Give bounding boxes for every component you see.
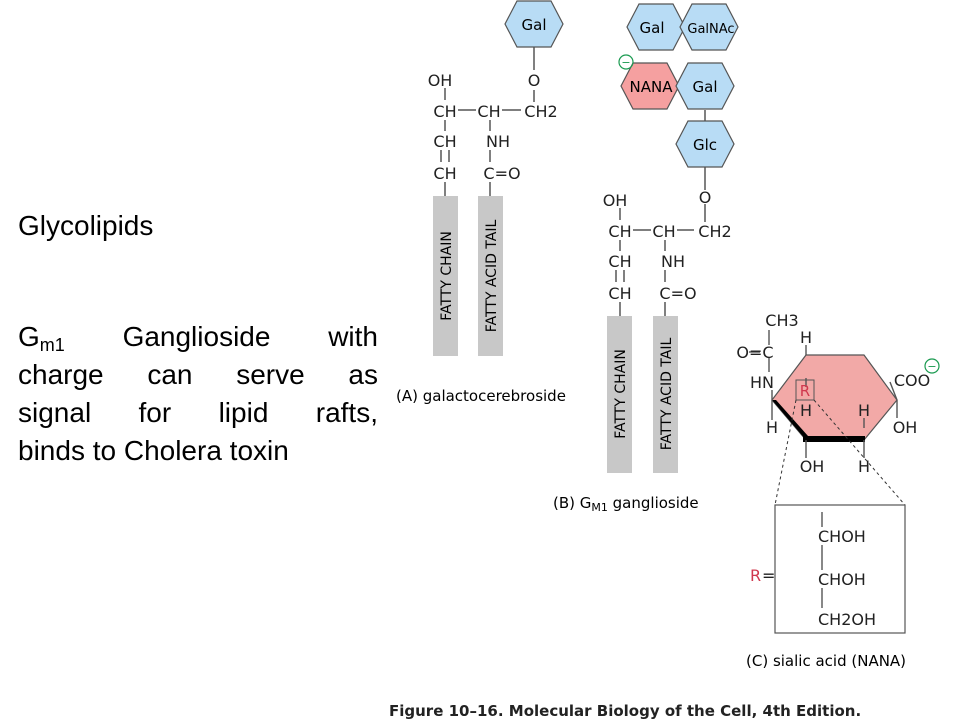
svg-text:Glc: Glc: [693, 136, 717, 154]
svg-text:C=O: C=O: [659, 284, 696, 303]
svg-text:CH: CH: [608, 222, 631, 241]
panel-a-atoms: OH CH CH CH2 O CH NH CH C=O: [428, 71, 558, 183]
panel-b-nana: NANA: [620, 62, 680, 110]
panel-c-minus-charge: −: [924, 358, 940, 374]
svg-text:=: =: [762, 566, 775, 585]
svg-text:−: −: [927, 360, 936, 373]
svg-text:H: H: [800, 401, 812, 420]
svg-text:CH2: CH2: [698, 222, 731, 241]
svg-text:−: −: [621, 56, 630, 69]
svg-text:GalNAc: GalNAc: [687, 22, 734, 37]
panel-b-galnac: GalNAc: [679, 3, 739, 51]
svg-text:COO: COO: [894, 371, 930, 390]
svg-text:NH: NH: [486, 132, 510, 151]
svg-text:CH: CH: [433, 132, 456, 151]
svg-text:R: R: [750, 566, 761, 585]
panel-b-minus-charge: −: [618, 54, 634, 70]
panel-a-fatty-acid-tail: FATTY ACID TAIL: [478, 196, 503, 356]
svg-text:H: H: [766, 418, 778, 437]
svg-text:OH: OH: [800, 457, 825, 476]
svg-text:FATTY ACID TAIL: FATTY ACID TAIL: [659, 338, 675, 451]
panel-c-bonds: [749, 330, 898, 458]
desc-line-1: Gm1 Ganglioside with: [18, 318, 378, 356]
panel-b-gal-mid: Gal: [675, 62, 735, 110]
panel-b-gal-top: Gal: [626, 3, 686, 51]
panel-b-fatty-acid-tail: FATTY ACID TAIL: [653, 316, 678, 473]
svg-text:CH: CH: [433, 102, 456, 121]
svg-text:Gal: Gal: [640, 19, 665, 37]
panel-c-zoom-lines: [774, 399, 906, 506]
svg-text:NANA: NANA: [630, 78, 674, 96]
svg-text:CHOH: CHOH: [818, 570, 866, 589]
svg-text:O=C: O=C: [736, 343, 773, 362]
svg-text:CH3: CH3: [765, 311, 798, 330]
svg-text:CH: CH: [652, 222, 675, 241]
svg-text:R: R: [800, 382, 810, 400]
svg-text:FATTY CHAIN: FATTY CHAIN: [439, 231, 455, 321]
panel-c-r-group-box: R: [795, 379, 815, 401]
panel-b-atoms: O OH CH CH CH2 CH NH CH C=O: [603, 188, 732, 303]
svg-text:OH: OH: [893, 418, 918, 437]
svg-text:CH2: CH2: [524, 102, 557, 121]
svg-text:OH: OH: [428, 71, 453, 90]
svg-text:CHOH: CHOH: [818, 527, 866, 546]
svg-text:C=O: C=O: [483, 164, 520, 183]
svg-text:Gal: Gal: [693, 78, 718, 96]
panel-c-label: (C) sialic acid (NANA): [746, 652, 906, 670]
svg-text:Gal: Gal: [522, 16, 547, 34]
svg-text:CH: CH: [477, 102, 500, 121]
svg-text:CH: CH: [608, 284, 631, 303]
panel-a-galactocerebroside: [440, 47, 535, 198]
svg-text:FATTY ACID TAIL: FATTY ACID TAIL: [484, 220, 500, 333]
svg-text:FATTY CHAIN: FATTY CHAIN: [613, 349, 629, 439]
svg-text:OH: OH: [603, 191, 628, 210]
svg-text:HN: HN: [750, 373, 774, 392]
panel-b-glc: Glc: [675, 120, 735, 168]
figure-caption: Figure 10–16. Molecular Biology of the C…: [389, 702, 861, 720]
svg-text:H: H: [800, 328, 812, 347]
svg-text:O: O: [528, 71, 541, 90]
svg-text:CH2OH: CH2OH: [818, 610, 876, 629]
panel-c-atoms: CH3 O=C HN H COO H H H OH OH H: [736, 311, 930, 476]
panel-a-gal-sugar: Gal: [504, 0, 564, 48]
desc-line-4: binds to Cholera toxin: [18, 435, 289, 466]
svg-text:CH: CH: [608, 252, 631, 271]
panel-a-label: (A) galactocerebroside: [396, 387, 566, 405]
svg-text:H: H: [858, 457, 870, 476]
panel-a-fatty-chain: FATTY CHAIN: [433, 196, 458, 356]
svg-text:NH: NH: [661, 252, 685, 271]
svg-text:CH: CH: [433, 164, 456, 183]
panel-b-fatty-chain: FATTY CHAIN: [607, 316, 632, 473]
svg-text:O: O: [699, 188, 712, 207]
svg-text:H: H: [858, 401, 870, 420]
panel-c-r-definition: R = CHOH CHOH CH2OH: [750, 504, 906, 634]
gm1-symbol: Gm1: [18, 321, 65, 355]
slide-title: Glycolipids: [18, 210, 154, 241]
panel-b-label: (B) GM1 ganglioside: [553, 494, 699, 514]
panel-c-sialic-ring: [771, 354, 898, 442]
